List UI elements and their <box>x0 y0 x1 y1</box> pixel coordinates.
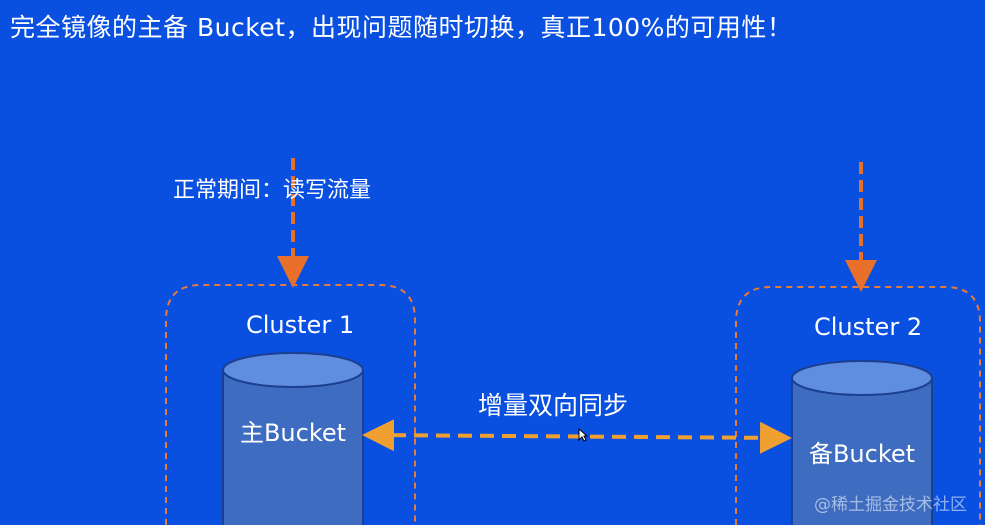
sync-arrow <box>362 419 792 454</box>
bucket-1-cylinder <box>222 352 364 525</box>
primary-bucket-label: 主Bucket <box>239 419 347 447</box>
watermark: @稀土掘金技术社区 <box>814 495 967 515</box>
bucket-2-cylinder <box>791 360 933 525</box>
backup-bucket-label: 备Bucket <box>808 440 916 468</box>
slide-title: 完全镜像的主备 Bucket，出现问题随时切换，真正100%的可用性！ <box>10 13 793 42</box>
cluster-1-label: Cluster 1 <box>246 311 355 339</box>
sync-label: 增量双向同步 <box>478 391 629 420</box>
cluster-2-label: Cluster 2 <box>814 313 923 341</box>
mouse-cursor-icon <box>578 428 588 442</box>
traffic-label: 正常期间：读写流量 <box>173 178 372 203</box>
